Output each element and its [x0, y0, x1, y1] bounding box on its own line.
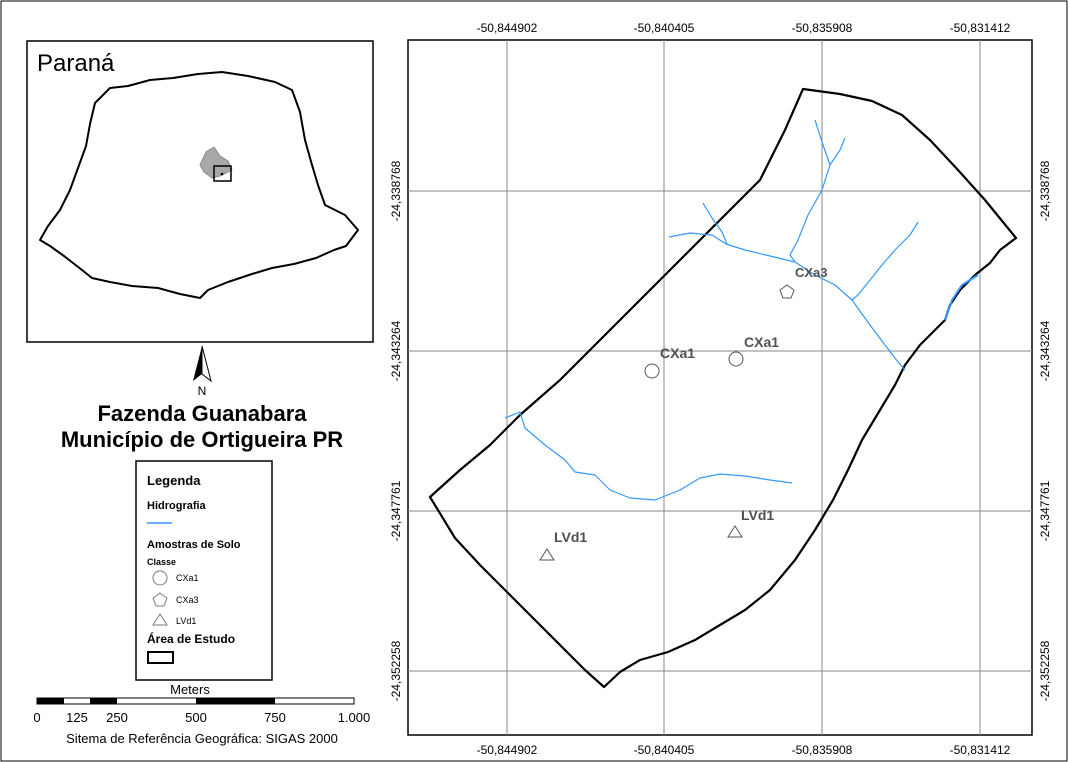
legend-study-area-label: Área de Estudo	[147, 631, 235, 646]
study-area-locator	[213, 165, 232, 182]
north-label: N	[198, 384, 207, 398]
sample-label-2: CXa1	[660, 345, 695, 361]
scale-tick-0: 0	[33, 710, 40, 725]
north-arrow-icon: N	[193, 345, 212, 398]
inset-title: Paraná	[37, 50, 115, 77]
lat-label-right-2: -24,343264	[1038, 320, 1052, 381]
triangle-icon	[152, 613, 168, 626]
legend-frame	[135, 460, 273, 681]
scale-tick-5: 1.000	[338, 710, 371, 725]
study-area-boundary	[428, 87, 1018, 689]
lon-label-bottom-2: -50,840405	[634, 743, 695, 757]
legend-class-2: CXa3	[176, 595, 199, 605]
inset-frame	[26, 40, 374, 343]
main-map-frame	[407, 39, 1033, 736]
lat-label-right-1: -24,338768	[1038, 160, 1052, 221]
lon-label-top-3: -50,835908	[792, 21, 853, 35]
scale-seg-2	[90, 698, 117, 704]
reference-system: Sitema de Referência Geográfica: SIGAS 2…	[66, 731, 338, 746]
lon-label-bottom-1: -50,844902	[477, 743, 538, 757]
scale-bar: Meters 0 125 250 500 750 1.000	[33, 682, 370, 725]
lat-label-left-2: -24,343264	[389, 320, 403, 381]
study-area-locator-dot	[220, 172, 224, 176]
scale-unit: Meters	[170, 682, 210, 697]
lat-label-left-3: -24,347761	[389, 480, 403, 541]
lat-label-left-1: -24,338768	[389, 160, 403, 221]
legend-hydro-label: Hidrografia	[147, 500, 207, 512]
triangle-icon	[539, 548, 555, 561]
lon-label-top-2: -50,840405	[634, 21, 695, 35]
circle-icon	[152, 570, 168, 586]
legend-samples-label: Amostras de Solo	[147, 539, 241, 551]
lat-label-left-4: -24,352258	[389, 640, 403, 701]
inset-map: Paraná	[26, 40, 374, 343]
sample-label-4: LVd1	[554, 529, 587, 545]
lon-label-bottom-3: -50,835908	[792, 743, 853, 757]
lon-label-top-1: -50,844902	[477, 21, 538, 35]
legend-study-area-symbol	[147, 651, 174, 664]
sample-label-5: LVd1	[741, 507, 774, 523]
map-title-line1: Fazenda Guanabara	[97, 401, 307, 426]
hydrography	[504, 119, 979, 501]
river-7	[504, 411, 793, 501]
soil-samples: CXa3 CXa1 CXa1 LVd1 LVd1	[539, 265, 828, 561]
lon-label-bottom-4: -50,831412	[950, 743, 1011, 757]
graticule	[408, 40, 1032, 735]
lat-label-right-4: -24,352258	[1038, 640, 1052, 701]
scale-bar-frame	[36, 697, 355, 705]
sample-label-1: CXa3	[795, 265, 828, 280]
legend-class-3: LVd1	[176, 616, 196, 626]
pentagon-icon	[152, 592, 168, 607]
scale-tick-4: 750	[264, 710, 286, 725]
legend-title: Legenda	[147, 473, 201, 488]
lon-label-top-4: -50,831412	[950, 21, 1011, 35]
river-2	[702, 202, 728, 245]
circle-icon	[728, 351, 744, 367]
sample-label-3: CXa1	[744, 334, 779, 350]
river-5	[851, 221, 919, 301]
scale-seg-3	[196, 698, 275, 704]
legend-class-1: CXa1	[176, 573, 199, 583]
lat-label-right-3: -24,347761	[1038, 480, 1052, 541]
map-title-line2: Município de Ortigueira PR	[61, 427, 343, 452]
scale-tick-3: 500	[185, 710, 207, 725]
main-map: -50,844902 -50,840405 -50,835908 -50,831…	[389, 21, 1052, 757]
river-1	[668, 232, 906, 371]
triangle-icon	[727, 525, 743, 538]
scale-tick-1: 125	[66, 710, 88, 725]
parana-outline	[39, 71, 359, 299]
scale-seg-1	[37, 698, 64, 704]
circle-icon	[644, 363, 660, 379]
legend-class-label: Classe	[147, 557, 176, 567]
river-4	[789, 164, 831, 263]
river-6	[944, 274, 979, 321]
scale-tick-2: 250	[106, 710, 128, 725]
pentagon-icon	[779, 284, 795, 299]
legend: Legenda Hidrografia Amostras de Solo Cla…	[135, 460, 273, 681]
